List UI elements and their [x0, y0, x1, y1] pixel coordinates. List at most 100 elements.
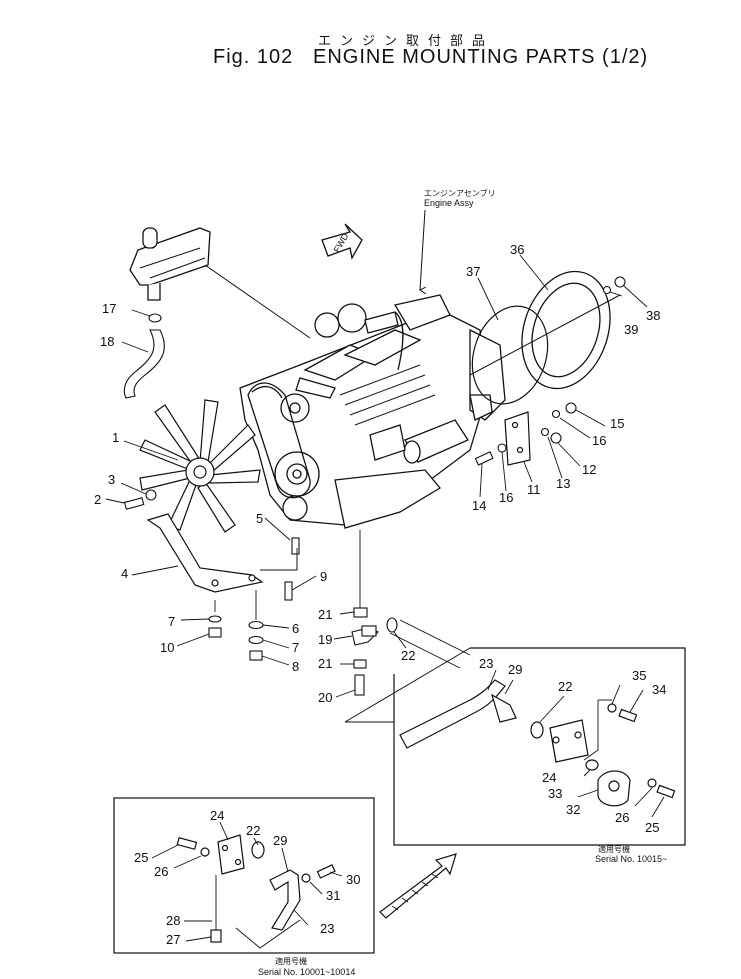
callout: 28: [166, 913, 180, 928]
callout: 35: [632, 668, 646, 683]
engine-assembly: [239, 294, 506, 529]
callout: 6: [292, 621, 299, 636]
callout: 22: [558, 679, 572, 694]
o-ring: [585, 759, 599, 771]
bolt: [474, 451, 494, 466]
callout: 33: [548, 786, 562, 801]
nut: [353, 607, 368, 618]
bolt: [656, 784, 676, 799]
callout: 29: [508, 662, 522, 677]
bolt: [284, 581, 293, 601]
callout: 21: [318, 607, 332, 622]
callout: 31: [326, 888, 340, 903]
callout: 34: [652, 682, 666, 697]
callout: 9: [320, 569, 327, 584]
hose-clamp: [148, 313, 162, 323]
nut: [550, 432, 562, 444]
callout: 8: [292, 659, 299, 674]
callout: 10: [160, 640, 174, 655]
leader-lines: [105, 254, 648, 698]
callout: 22: [246, 823, 260, 838]
callout: 2: [94, 492, 101, 507]
mounting-plate: [504, 411, 531, 466]
washer: [551, 409, 561, 419]
bolt: [176, 837, 198, 850]
water-hose: [123, 329, 165, 399]
washer: [540, 427, 550, 437]
rubber-mount-body: [361, 625, 377, 637]
gasket-ring: [251, 841, 265, 859]
washer: [602, 285, 612, 295]
gasket: [471, 305, 549, 405]
serial-label-jp-1: 適用号機: [598, 844, 630, 854]
callout: 16: [499, 490, 513, 505]
flywheel-housing-cover: [521, 270, 611, 390]
callout: 21: [318, 656, 332, 671]
bolt: [123, 497, 145, 510]
callout: 30: [346, 872, 360, 887]
pipe-connector: [491, 693, 517, 723]
title-english: ENGINE MOUNTING PARTS (1/2): [313, 46, 649, 68]
washer: [208, 615, 222, 623]
callout: 7: [292, 640, 299, 655]
flange-plate: [217, 834, 245, 875]
callout: 37: [466, 264, 480, 279]
callout: 19: [318, 632, 332, 647]
engine-assy-label-jp: エンジンアセンブリ: [424, 188, 496, 198]
cooling-fan: [139, 399, 261, 533]
callout: 23: [320, 921, 334, 936]
callout: 14: [472, 498, 486, 513]
washer: [301, 873, 311, 883]
support-bracket: [146, 513, 264, 593]
callout: 38: [646, 308, 660, 323]
washer: [248, 635, 264, 645]
callout: 24: [542, 770, 556, 785]
inset-serial-10015: 適用号機 Serial No. 10015~: [344, 647, 686, 864]
callout: 36: [510, 242, 524, 257]
nut: [249, 650, 263, 661]
serial-label-jp-2: 適用号機: [275, 956, 307, 966]
callout: 26: [615, 810, 629, 825]
washer: [386, 617, 398, 633]
serial-range-2: Serial No. 10001~10014: [258, 967, 355, 977]
callout: 17: [102, 301, 116, 316]
callout: 22: [401, 648, 415, 663]
serial-range-1: Serial No. 10015~: [595, 854, 667, 864]
callout: 4: [121, 566, 128, 581]
nut: [208, 627, 222, 638]
callout: 18: [100, 334, 114, 349]
callout: 26: [154, 864, 168, 879]
engine-assy-label-en: Engine Assy: [424, 198, 474, 208]
washer: [248, 620, 264, 630]
figure-number: Fig. 102: [213, 46, 294, 68]
washer: [200, 847, 210, 857]
callout: 20: [318, 690, 332, 705]
callout: 29: [273, 833, 287, 848]
callout: 23: [479, 656, 493, 671]
callout: 15: [610, 416, 624, 431]
callout: 11: [527, 482, 541, 497]
gasket-ring: [530, 721, 544, 739]
nut: [210, 929, 222, 943]
nut: [565, 402, 577, 414]
fwd-arrow: [321, 223, 363, 260]
washer: [647, 778, 657, 788]
intake-pipe: [399, 679, 506, 749]
bolt: [618, 708, 638, 723]
thermostat-housing: [129, 227, 211, 301]
bolt: [291, 537, 300, 555]
callout: 39: [624, 322, 638, 337]
callout: 16: [592, 433, 606, 448]
nut: [353, 659, 367, 669]
callout: 1: [112, 430, 119, 445]
callout: 12: [582, 462, 596, 477]
callout: 24: [210, 808, 224, 823]
bolt: [316, 864, 336, 879]
washer: [145, 489, 157, 501]
reference-arrow: [379, 853, 457, 919]
washer: [607, 703, 617, 713]
callout: 25: [134, 850, 148, 865]
callout: 5: [256, 511, 263, 526]
